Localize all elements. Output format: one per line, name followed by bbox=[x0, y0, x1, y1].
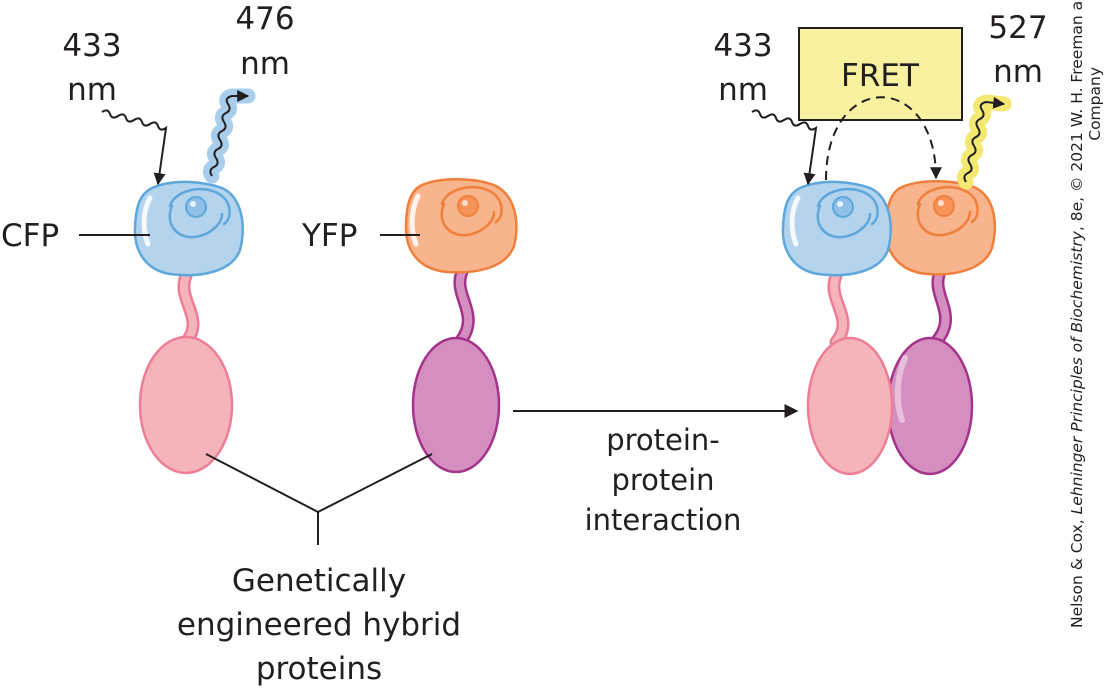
credit-text: Nelson & Cox, Lehninger Principles of Bi… bbox=[1068, 0, 1104, 628]
fret-label: FRET bbox=[841, 58, 920, 94]
cfp-excitation-value: 433 bbox=[62, 28, 121, 64]
credit-book-title: Lehninger Principles of Biochemistry bbox=[1068, 230, 1086, 514]
yfp-partner-domain bbox=[411, 336, 501, 474]
credit-line-2: Company bbox=[1086, 67, 1104, 141]
cfp-label: CFP bbox=[1, 218, 59, 254]
complex-excitation-arrow bbox=[751, 109, 818, 186]
complex-cfp-partner-domain bbox=[806, 336, 894, 476]
fret-box bbox=[798, 27, 963, 121]
cfp-partner-domain bbox=[138, 335, 234, 475]
caption-line-2: engineered hybrid bbox=[177, 607, 461, 643]
complex-yfp-barrel bbox=[884, 180, 996, 276]
interaction-label-line-2: protein bbox=[611, 463, 714, 497]
cfp-barrel bbox=[133, 180, 244, 277]
yfp-label: YFP bbox=[301, 218, 357, 254]
fret-transfer-arrow bbox=[825, 96, 942, 181]
credit-suffix: , 8e, © 2021 W. H. Freeman and bbox=[1068, 0, 1086, 231]
yfp-emission-arrow bbox=[956, 94, 1012, 190]
hybrid-bracket bbox=[205, 453, 433, 514]
complex-excitation-unit: nm bbox=[718, 72, 768, 108]
cfp-hybrid-protein bbox=[133, 180, 244, 475]
interacting-complex bbox=[781, 180, 996, 476]
yfp-barrel bbox=[404, 178, 518, 274]
cfp-excitation-unit: nm bbox=[67, 72, 117, 108]
interaction-label-line-3: interaction bbox=[585, 503, 742, 537]
credit-prefix: Nelson & Cox, bbox=[1068, 514, 1086, 628]
cfp-emission-unit: nm bbox=[240, 46, 290, 82]
svg-text:Nelson & Cox, Lehninger Princi: Nelson & Cox, Lehninger Principles of Bi… bbox=[1068, 0, 1086, 628]
interaction-label-line-1: protein- bbox=[606, 423, 720, 457]
cfp-emission-arrow bbox=[202, 88, 256, 184]
cfp-excitation-arrow bbox=[101, 109, 168, 186]
yfp-hybrid-protein bbox=[404, 178, 518, 474]
cfp-emission-value: 476 bbox=[235, 1, 294, 37]
yfp-emission-value: 527 bbox=[988, 10, 1047, 46]
complex-cfp-barrel bbox=[781, 180, 892, 277]
complex-excitation-value: 433 bbox=[713, 28, 772, 64]
caption-line-3: proteins bbox=[256, 651, 382, 687]
yfp-emission-unit: nm bbox=[993, 54, 1043, 90]
caption-line-1: Genetically bbox=[232, 563, 406, 599]
cfp-chromophore bbox=[185, 196, 207, 218]
yfp-chromophore bbox=[457, 195, 479, 217]
